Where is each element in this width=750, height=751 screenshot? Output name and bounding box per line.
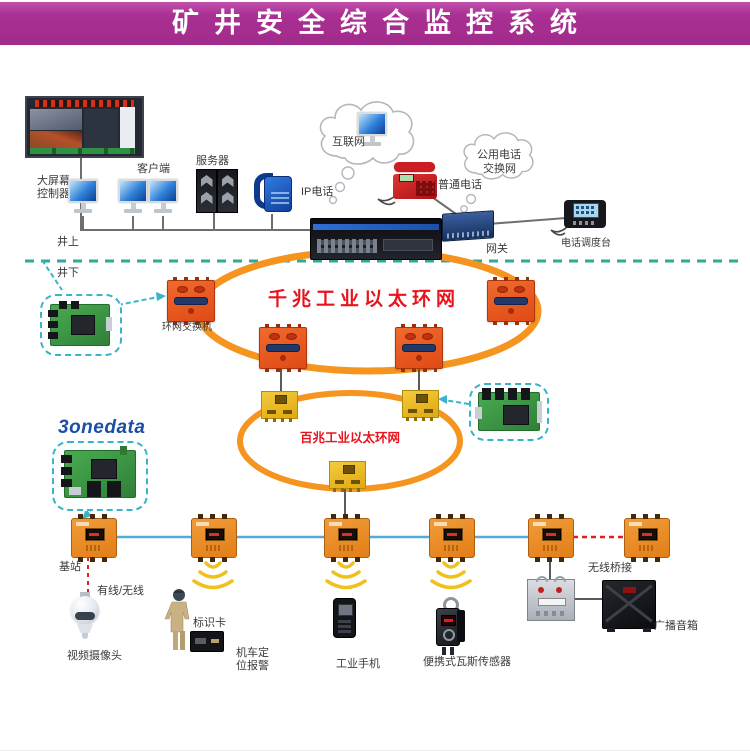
base-station-box-3	[324, 514, 370, 562]
ip-phone-label: IP电话	[301, 186, 334, 198]
fast-ring-title: 百兆工业以太环网	[300, 431, 401, 445]
pstn-cloud	[460, 132, 534, 213]
ordinary-phone-label: 普通电话	[438, 179, 482, 191]
internet-cloud	[319, 101, 415, 205]
base-station-box-4	[429, 514, 475, 562]
client-monitor-icon-2	[148, 179, 178, 213]
client-monitor-icon-1	[118, 179, 148, 213]
speaker-label: 广播音箱	[654, 620, 698, 632]
dispatch-console-label: 电话调度台	[561, 238, 611, 249]
pcb-board-2	[475, 388, 542, 431]
base-station-label: 基站	[59, 561, 81, 573]
wired-wireless-label: 有线/无线	[97, 585, 145, 597]
server-label: 服务器	[196, 155, 229, 167]
client-label: 客户端	[137, 163, 170, 175]
industrial-phone-icon	[333, 598, 356, 638]
gas-sensor-label: 便携式瓦斯传感器	[423, 656, 511, 668]
gateway-label: 网关	[486, 243, 508, 255]
id-card-label: 标识卡	[193, 617, 226, 629]
gateway-icon	[442, 210, 494, 242]
pcb-board-3	[61, 446, 136, 498]
industrial-phone-label: 工业手机	[336, 658, 380, 670]
wifi-waves	[192, 561, 472, 590]
fast-ring-box-bottom	[329, 461, 366, 492]
surface-above-label: 井上	[57, 236, 79, 248]
pcb-board-1	[48, 301, 112, 346]
locomotive-alarm-label-line1: 机车定	[236, 647, 269, 659]
ring-switch-label: 环网交换机	[162, 322, 212, 333]
big-screen-controller-label-line1: 大屏幕	[37, 175, 70, 187]
page-title: 矿井安全综合监控系统	[172, 8, 592, 38]
base-station-box-6	[624, 514, 670, 562]
title-bar: 矿井安全综合监控系统	[0, 2, 750, 45]
video-wall-screen	[25, 96, 144, 158]
ring-switch-box-bottom-left	[259, 324, 307, 372]
ring-switch-box-right	[487, 277, 535, 325]
server-tower-icon-2	[217, 169, 238, 213]
pstn-label-line1: 公用电话	[477, 149, 521, 161]
ordinary-phone-icon	[393, 162, 439, 199]
base-station-box-1	[71, 514, 117, 562]
ip-phone-icon	[254, 170, 292, 214]
pstn-label-line2: 交换网	[483, 163, 516, 175]
controller-monitor-icon	[68, 179, 98, 213]
internet-label: 互联网	[332, 136, 365, 148]
fast-ring-box-top-right	[402, 390, 439, 421]
wireless-bridge-label: 无线桥接	[588, 562, 632, 574]
base-station-box-5	[528, 514, 574, 562]
server-tower-icon-1	[196, 169, 217, 213]
core-switch-icon	[310, 218, 442, 260]
locomotive-alarm-label-line2: 位报警	[236, 660, 269, 672]
fast-ring-box-top-left	[261, 391, 298, 422]
base-station-box-2	[191, 514, 237, 562]
substation-box-icon	[527, 576, 575, 621]
dome-camera-icon	[70, 592, 100, 644]
ring-switch-box-bottom-right	[395, 324, 443, 372]
miner-figure	[164, 588, 194, 657]
internet-monitor-icon	[357, 112, 387, 146]
ring-switch-box-left	[167, 277, 215, 325]
dispatch-console-icon	[564, 200, 606, 228]
gas-sensor-icon	[433, 597, 467, 655]
camera-label: 视频摄像头	[67, 650, 122, 662]
surface-below-label: 井下	[57, 267, 79, 279]
phone-cords	[377, 193, 569, 236]
broadcast-speaker-icon	[602, 580, 656, 632]
id-card-icon	[190, 631, 224, 652]
brand-logo: 3onedata	[58, 417, 146, 438]
gigabit-ring-title: 千兆工业以太环网	[267, 289, 460, 310]
big-screen-controller-label-line2: 控制器	[37, 188, 70, 200]
